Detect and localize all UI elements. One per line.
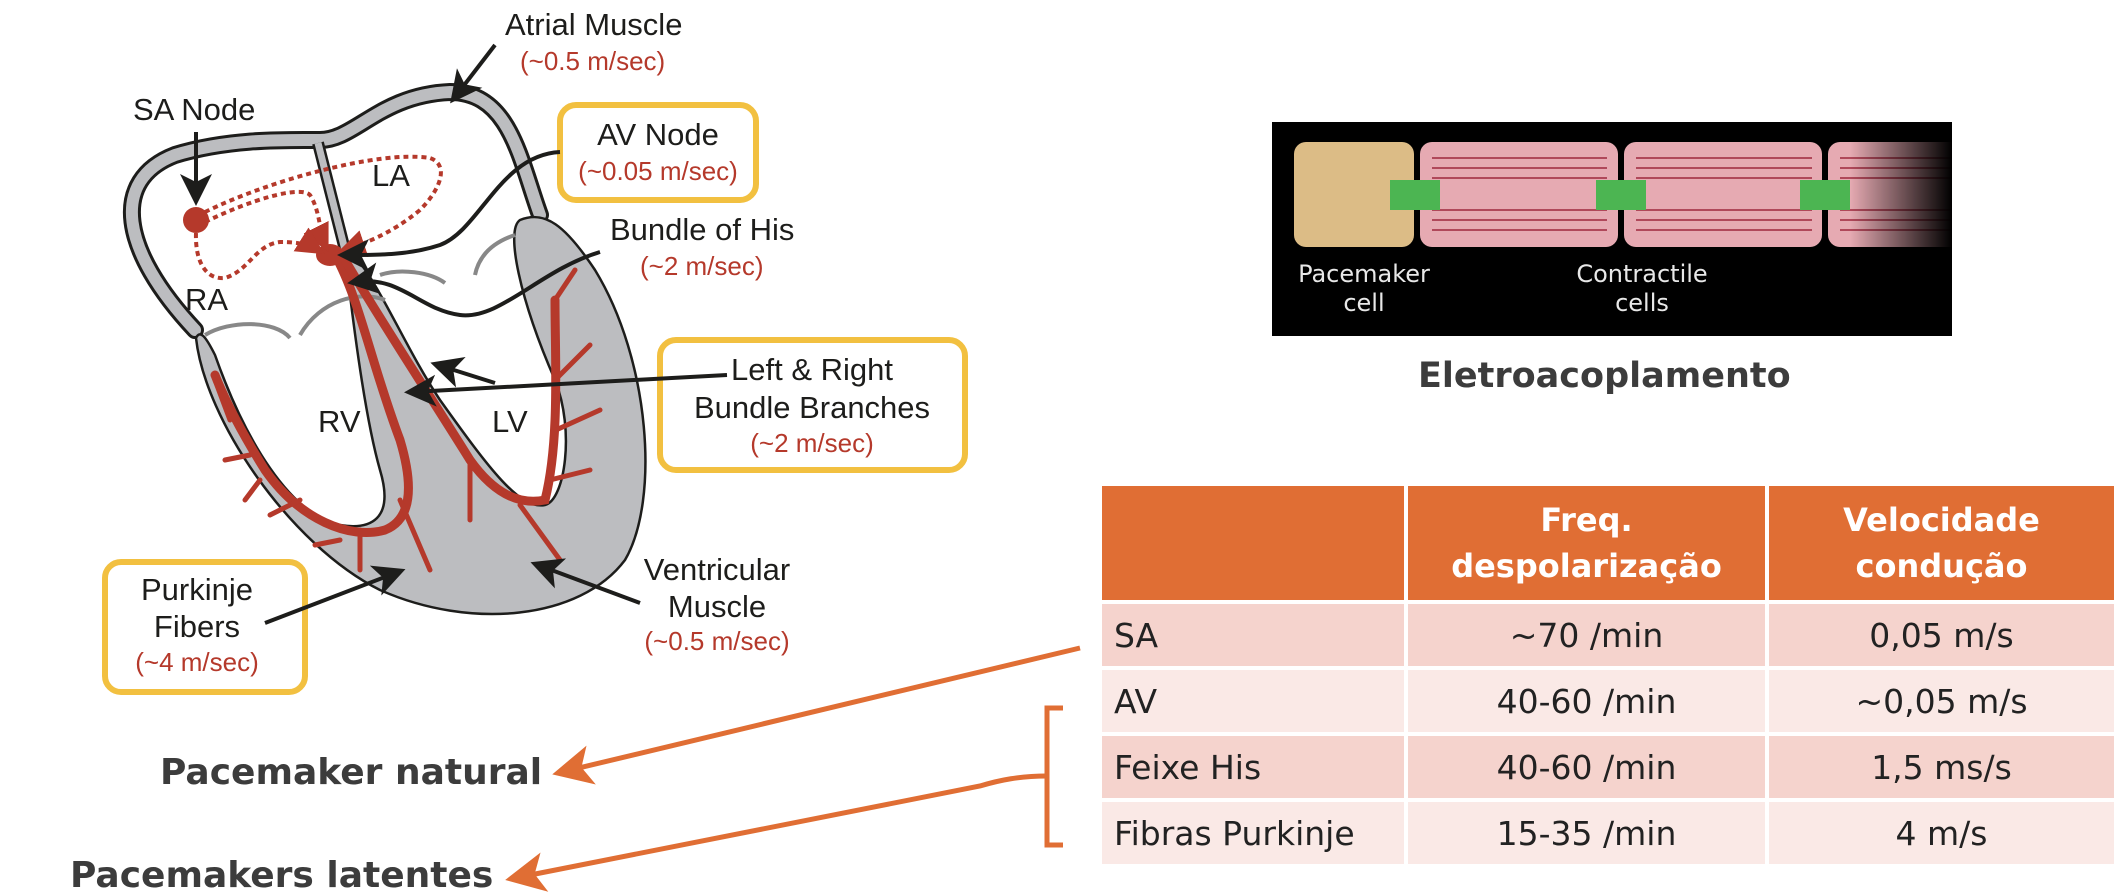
arrow-bracket-to-latent — [505, 773, 1048, 892]
cell-structure: AV — [1102, 670, 1404, 732]
bundle-branches-label-2: Bundle Branches — [694, 390, 930, 425]
purkinje-speed: (~4 m/sec) — [135, 647, 259, 677]
eletroacoplamento-caption: Eletroacoplamento — [1418, 356, 1791, 396]
cell-velocity: 0,05 m/s — [1769, 604, 2114, 666]
purkinje-arrow — [264, 565, 406, 625]
cell-structure: Fibras Purkinje — [1102, 802, 1404, 864]
atrial-muscle-speed: (~0.5 m/sec) — [520, 46, 665, 76]
cell-velocity: 4 m/s — [1769, 802, 2114, 864]
av-node-speed: (~0.05 m/sec) — [578, 156, 738, 186]
sa-node-label: SA Node — [133, 92, 255, 127]
atrial-muscle-arrow — [450, 43, 497, 104]
pacemaker-natural-label: Pacemaker natural — [160, 752, 543, 793]
cell-illustration — [1272, 122, 1952, 336]
ventricular-muscle-label-1: Ventricular — [644, 552, 790, 587]
ra-label: RA — [185, 282, 228, 317]
electrical-coupling-image: Pacemaker cell Contractile cells — [1272, 122, 1952, 336]
cell-frequency: 40-60 /min — [1408, 736, 1765, 798]
table-row: AV 40-60 /min ~0,05 m/s — [1102, 670, 2114, 732]
bundle-branches-arrow-left — [430, 356, 496, 388]
bundle-branches-label-1: Left & Right — [731, 352, 893, 387]
valve-leaflet — [473, 233, 516, 276]
sa-node — [183, 207, 209, 233]
atrial-wall — [122, 82, 549, 339]
cell-frequency: ~70 /min — [1408, 604, 1765, 666]
cell-structure: Feixe His — [1102, 736, 1404, 798]
contractile-cells-label: Contractile cells — [1576, 260, 1708, 317]
atrial-muscle-label: Atrial Muscle — [505, 7, 682, 42]
valve-leaflet — [379, 269, 447, 285]
heart-conduction-diagram: LA RA RV LV SA Node Atrial Muscle (~0.5 … — [102, 7, 968, 695]
bundle-branches-speed: (~2 m/sec) — [750, 428, 874, 458]
pacemaker-comparison-table: Freq. despolarização Velocidade condução… — [1098, 482, 2118, 868]
purkinje-label-1: Purkinje — [141, 572, 253, 607]
cell-velocity: ~0,05 m/s — [1769, 670, 2114, 732]
bundle-branches-arrow-right — [404, 373, 728, 407]
header-frequency: Freq. despolarização — [1408, 486, 1765, 600]
cell-frequency: 40-60 /min — [1408, 670, 1765, 732]
rv-label: RV — [318, 404, 361, 439]
table-row: Feixe His 40-60 /min 1,5 ms/s — [1102, 736, 2114, 798]
cell-velocity: 1,5 ms/s — [1769, 736, 2114, 798]
latent-bracket — [1044, 705, 1063, 848]
valve-leaflet — [203, 322, 292, 340]
ventricular-muscle-speed: (~0.5 m/sec) — [644, 626, 789, 656]
av-node — [316, 244, 344, 266]
bundle-of-his-label: Bundle of His — [610, 212, 794, 247]
av-node-label: AV Node — [597, 117, 719, 152]
internodal-pathways — [193, 154, 443, 281]
table-row: Fibras Purkinje 15-35 /min 4 m/s — [1102, 802, 2114, 864]
purkinje-label-2: Fibers — [154, 609, 240, 644]
table-header-row: Freq. despolarização Velocidade condução — [1102, 486, 2114, 600]
purkinje-box — [102, 559, 308, 695]
pacemaker-cell-label: Pacemaker cell — [1298, 260, 1430, 317]
la-label: LA — [372, 158, 410, 193]
table-row: SA ~70 /min 0,05 m/s — [1102, 604, 2114, 666]
conduction-system — [210, 250, 603, 573]
ventricular-muscle-arrow — [530, 558, 641, 605]
cell-frequency: 15-35 /min — [1408, 802, 1765, 864]
bundle-of-his-speed: (~2 m/sec) — [640, 251, 764, 281]
ventricular-muscle-label-2: Muscle — [668, 589, 766, 624]
header-structure — [1102, 486, 1404, 600]
cell-structure: SA — [1102, 604, 1404, 666]
lv-label: LV — [492, 404, 528, 439]
av-node-arrow — [337, 150, 561, 271]
header-velocity: Velocidade condução — [1769, 486, 2114, 600]
bundle-branches-box — [657, 337, 968, 473]
pacemakers-latentes-label: Pacemakers latentes — [70, 855, 494, 896]
valve-leaflet — [298, 294, 386, 337]
bundle-of-his-arrow — [347, 250, 601, 318]
